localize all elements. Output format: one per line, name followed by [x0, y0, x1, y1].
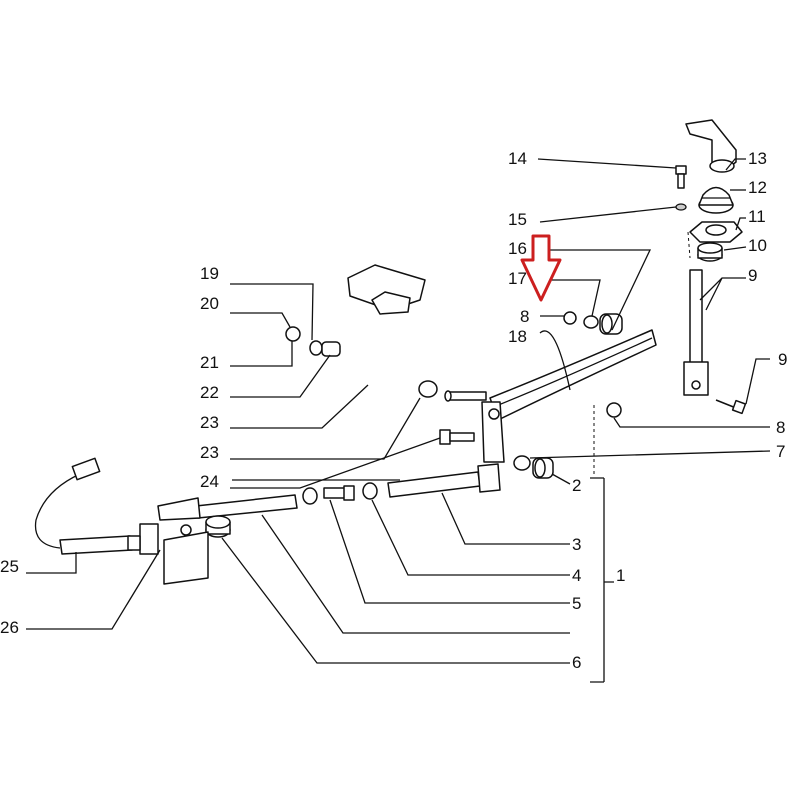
callout-6: 6	[572, 653, 581, 672]
bush-part-22	[321, 341, 341, 357]
washer-part-16	[675, 203, 687, 211]
nut-part-5	[302, 487, 318, 505]
callout-17: 16	[508, 239, 527, 258]
callout-21: 20	[200, 294, 219, 313]
rubber-boot-part	[698, 186, 734, 214]
construction-line	[687, 231, 691, 259]
bush-part-2	[532, 457, 554, 479]
callout-23-top: 22	[200, 383, 219, 402]
sensor-cable-part	[34, 457, 141, 555]
callout-2: 2	[572, 476, 581, 495]
leader-lines	[26, 158, 771, 683]
callout-13: 12	[748, 178, 767, 197]
housing-part-27	[139, 523, 209, 585]
highlight-down-arrow-icon	[520, 234, 562, 302]
callout-16: 15	[508, 210, 527, 229]
callout-10: 9	[748, 266, 757, 285]
shift-rod-part	[157, 494, 298, 521]
callout-20: 19	[200, 264, 219, 283]
bolt-part-9	[715, 399, 747, 415]
gear-knob-part	[685, 119, 737, 173]
bolt-part-23	[439, 429, 475, 445]
callout-24: 23	[200, 413, 219, 432]
nut-part-8-top	[563, 311, 577, 325]
callout-23-bottom: 23	[200, 443, 219, 462]
callout-1: 1	[616, 566, 625, 585]
pin-part	[444, 390, 487, 402]
bracket-part-24	[347, 264, 426, 315]
callout-11: 10	[748, 236, 767, 255]
callout-4: 4	[572, 566, 581, 585]
callout-19: 18	[508, 327, 527, 346]
callout-5: 5	[572, 594, 581, 613]
callout-22: 21	[200, 353, 219, 372]
bush-part-7	[513, 455, 531, 471]
nut-part-21	[285, 326, 301, 342]
callout-26: 25	[0, 557, 19, 576]
callout-9-display: 9	[778, 350, 787, 369]
callout-25: 24	[200, 472, 219, 491]
washer-part-3	[362, 482, 378, 500]
callout-15: 14	[508, 149, 527, 168]
gear-lever-rod-part	[683, 269, 709, 396]
callout-18: 17	[508, 269, 527, 288]
screw-part-15	[675, 165, 687, 189]
mounting-plate-part	[689, 221, 743, 243]
bush-part-11	[697, 242, 723, 262]
rod-part-3	[387, 463, 501, 498]
grommet-part-6	[205, 515, 231, 538]
callout-7: 7	[776, 442, 785, 461]
callout-8-top: 8	[520, 307, 529, 326]
bush-part-17	[599, 313, 623, 335]
callout-14: 13	[748, 149, 767, 168]
bolt-part-4	[323, 485, 355, 501]
washer-part-20	[309, 340, 323, 356]
callout-3: 3	[572, 535, 581, 554]
bush-part-23	[418, 380, 438, 398]
callout-8-right: 8	[776, 418, 785, 437]
callout-12: 11	[748, 207, 766, 226]
nut-part-8-right	[606, 402, 622, 418]
spacer-part-18	[583, 315, 599, 329]
selector-lever-arm-part	[481, 329, 657, 463]
callout-27: 26	[0, 618, 19, 637]
